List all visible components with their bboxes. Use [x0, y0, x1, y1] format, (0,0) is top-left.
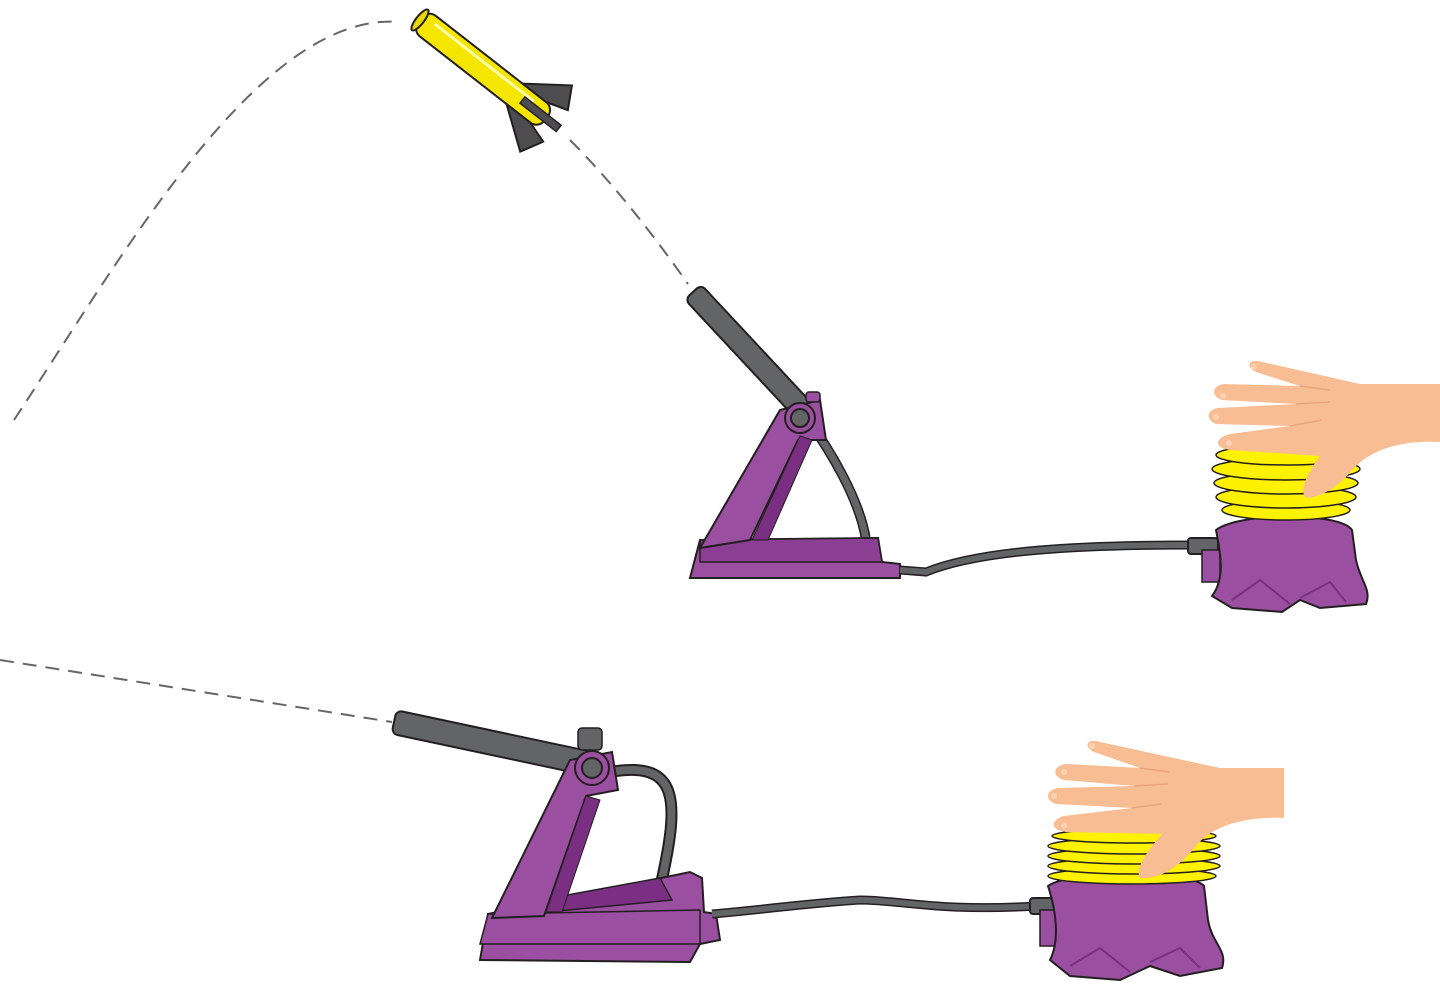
high-trajectory-path [14, 22, 688, 420]
rocket-icon [391, 0, 585, 161]
launcher-icon-upper [685, 284, 900, 578]
air-pump-icon-lower [1030, 829, 1223, 980]
low-trajectory-path [0, 660, 392, 722]
launcher-icon-lower [392, 710, 720, 962]
